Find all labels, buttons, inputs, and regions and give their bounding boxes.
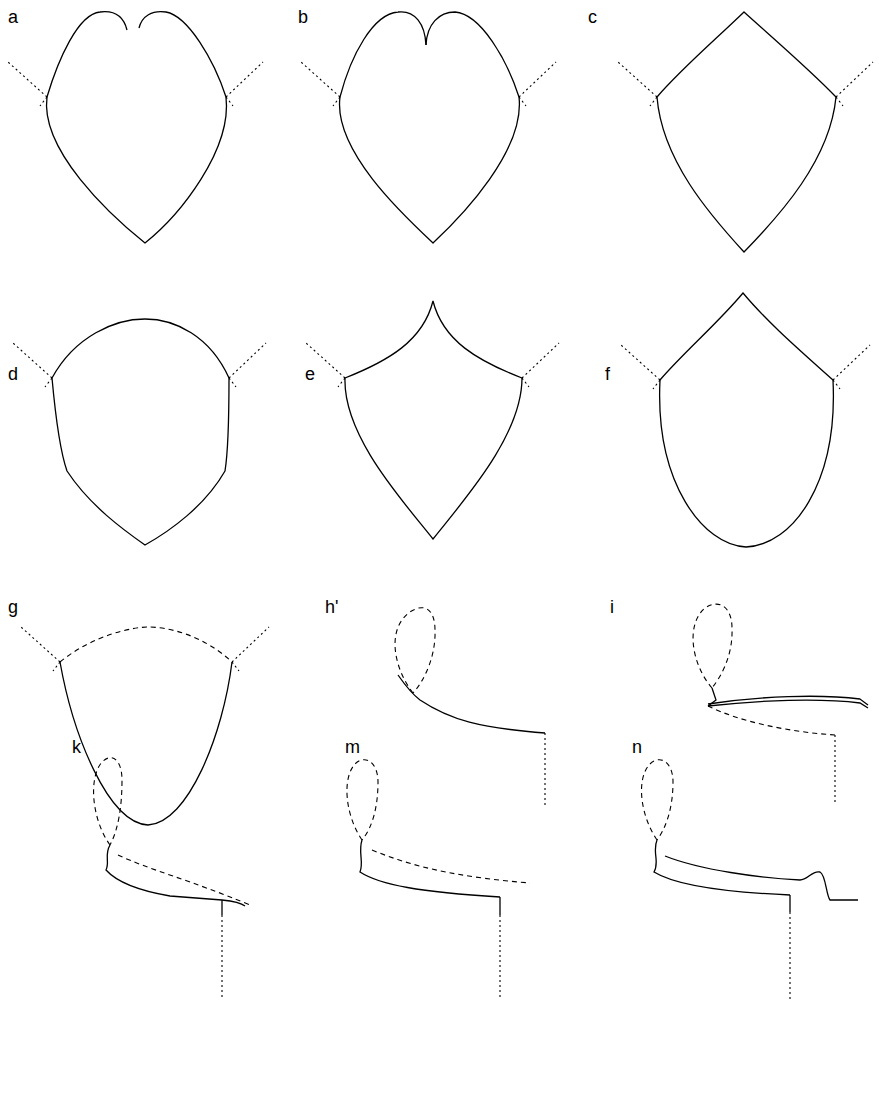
- panel-letter: n: [632, 738, 642, 756]
- panel-letter: k: [72, 738, 81, 756]
- panel-letter: a: [8, 8, 18, 26]
- profile-n: [642, 760, 858, 1000]
- profile-m: [347, 760, 530, 1000]
- profile-k: [94, 758, 250, 1000]
- profile-h: [395, 608, 545, 805]
- profile-c: [618, 12, 873, 252]
- profile-d: [13, 319, 266, 545]
- panel-letter: m: [345, 738, 360, 756]
- profile-a: [8, 12, 263, 243]
- panel-letter: c: [588, 8, 597, 26]
- panel-letter: i: [610, 598, 614, 616]
- profile-e: [306, 301, 559, 539]
- profile-g: [21, 627, 269, 825]
- profile-b: [301, 12, 556, 243]
- panel-letter: e: [305, 365, 315, 383]
- panel-letter: h': [325, 598, 338, 616]
- profile-i: [693, 604, 868, 805]
- panel-letter: d: [8, 365, 18, 383]
- panel-letter: g: [8, 598, 18, 616]
- panel-letter: b: [298, 8, 308, 26]
- profile-f: [621, 293, 870, 547]
- panel-letter: f: [605, 365, 610, 383]
